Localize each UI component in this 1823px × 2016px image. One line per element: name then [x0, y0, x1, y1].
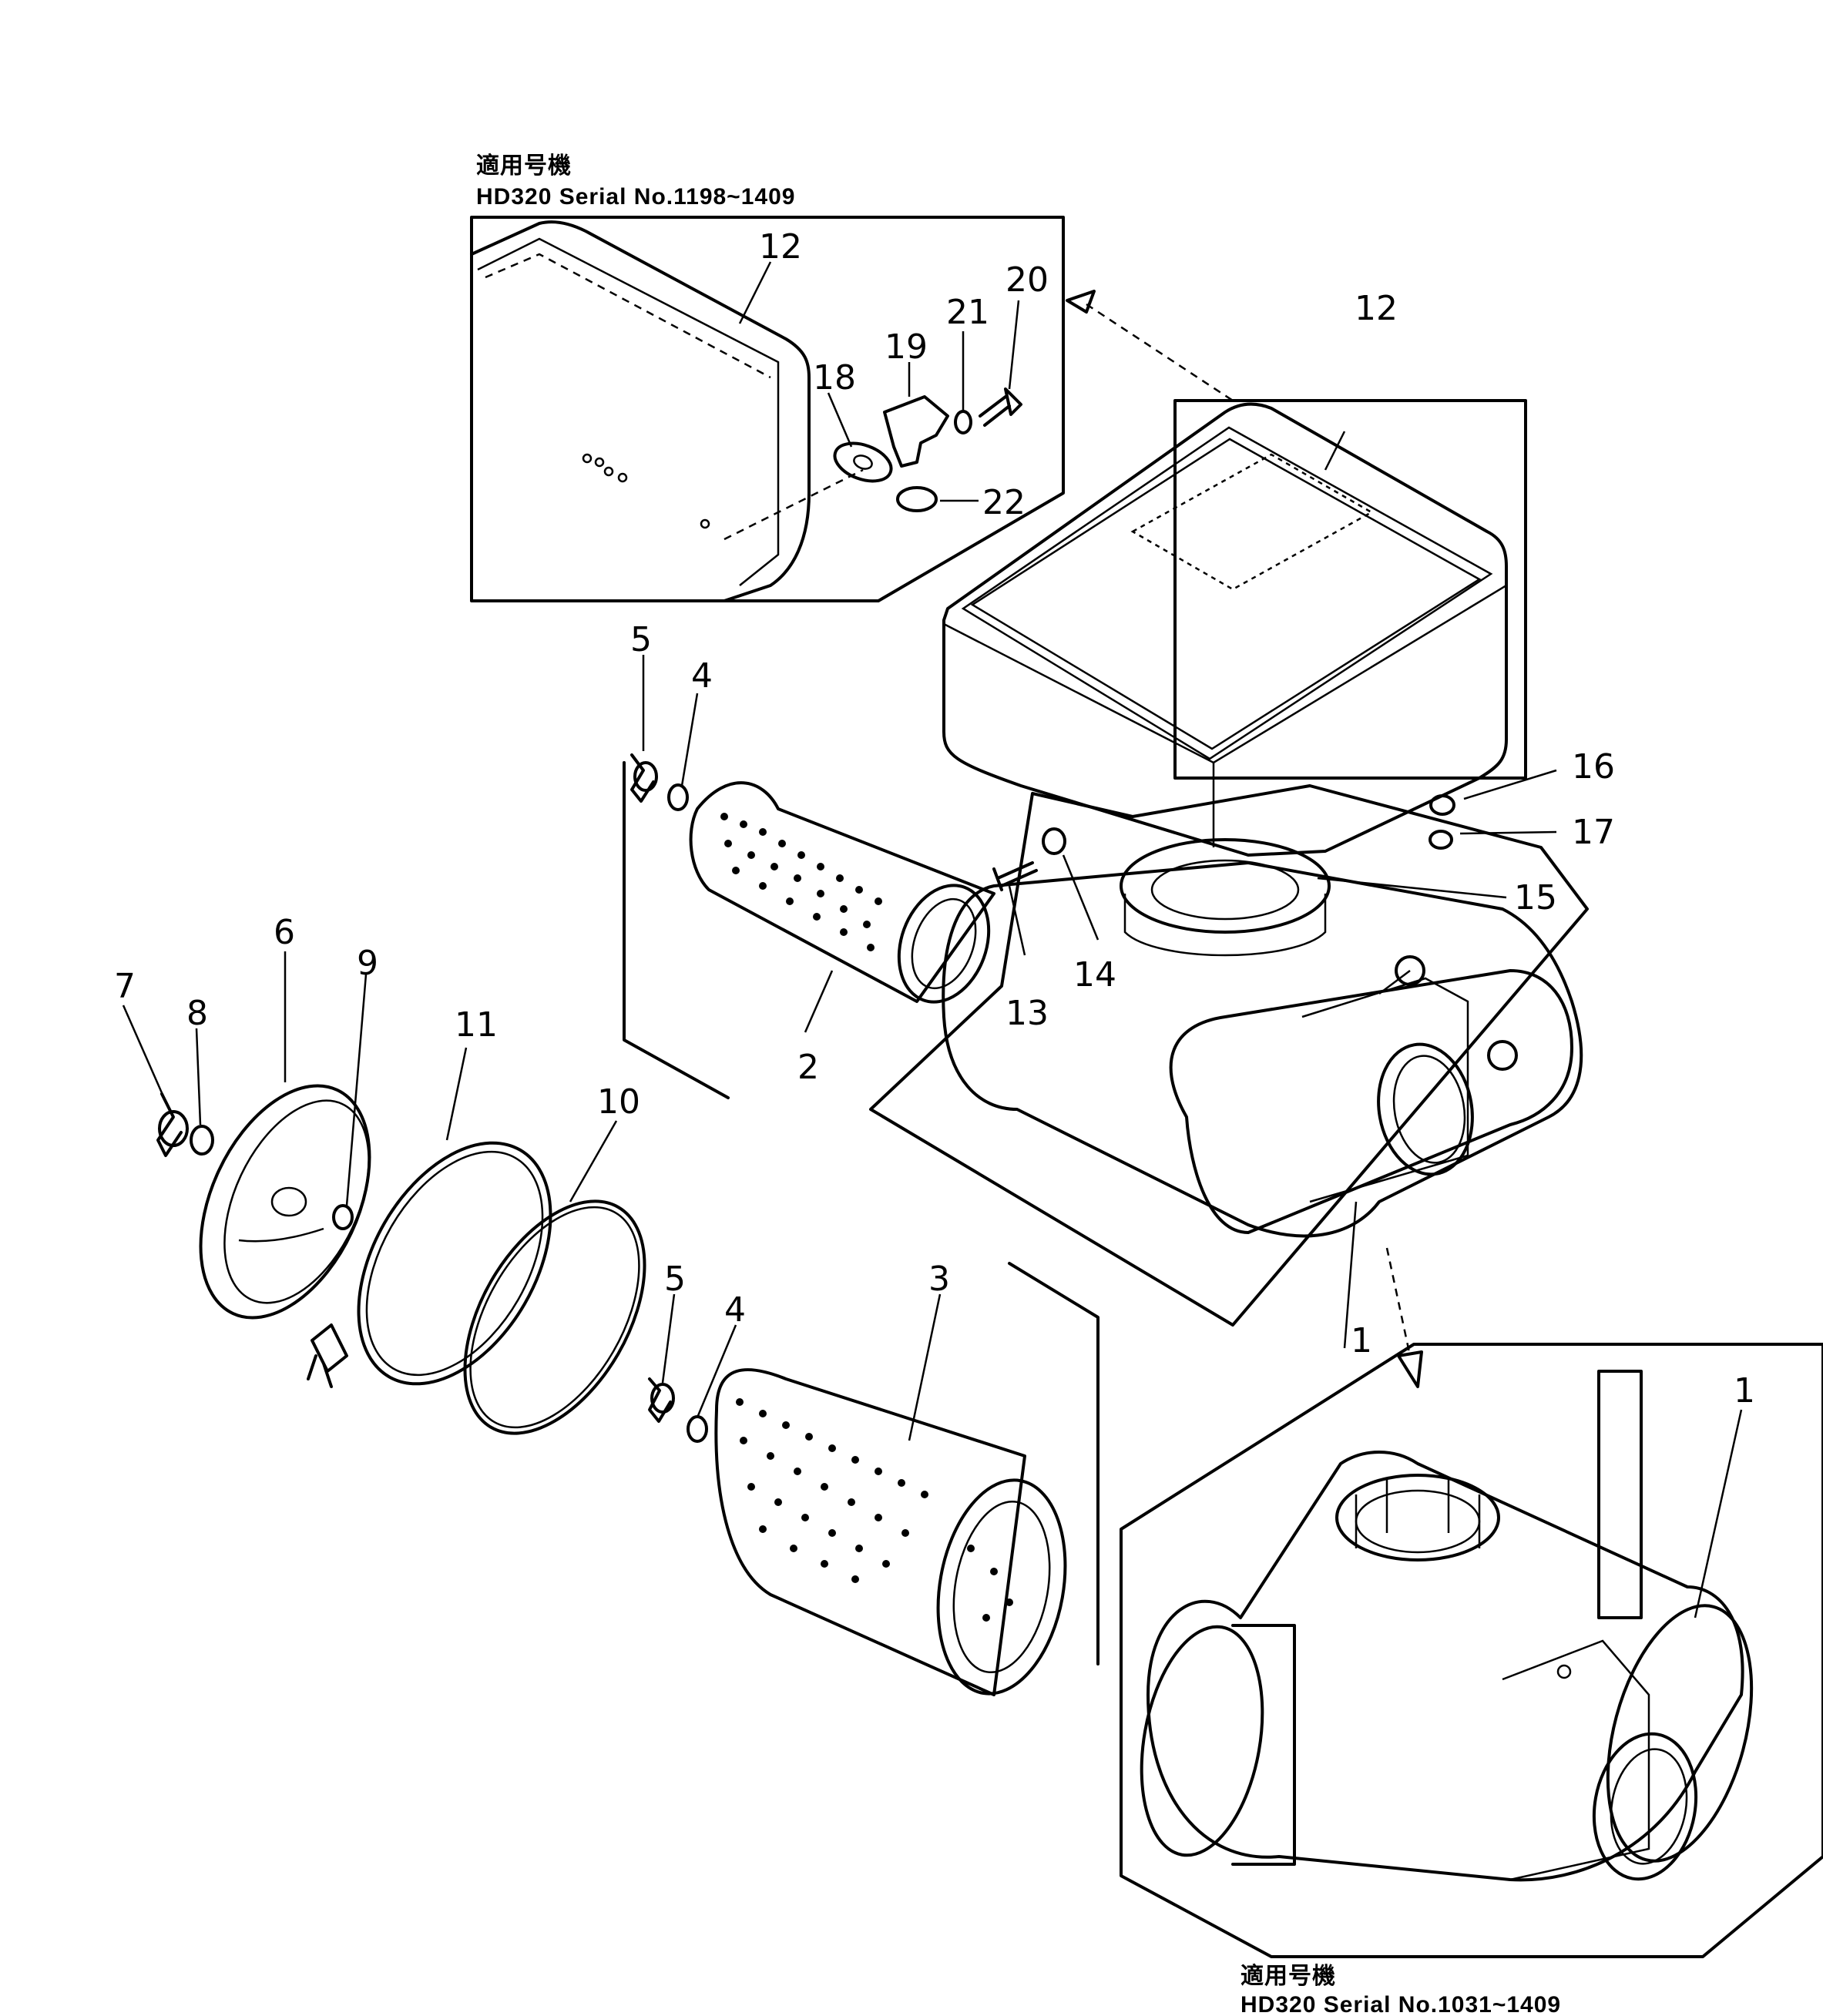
o-ring-10 — [463, 1199, 646, 1435]
body-1 — [869, 784, 1589, 1327]
callout-13: 13 — [1006, 994, 1049, 1033]
inset-top: 適用号機 HD320 Serial No.1198~1409 — [470, 153, 1065, 602]
nut-16 — [1429, 794, 1455, 816]
inset-bottom-arrow — [1385, 1247, 1423, 1388]
body-outline-box — [869, 784, 1589, 1327]
callout-19: 19 — [885, 327, 928, 367]
callout-3: 3 — [928, 1260, 950, 1299]
washer-17 — [1429, 830, 1453, 850]
washer-4a — [667, 783, 689, 811]
callout-11: 11 — [455, 1005, 498, 1045]
callout-8: 8 — [186, 994, 208, 1033]
callout-numbers: 12 18 19 21 20 22 12 5 4 16 17 15 14 13 … — [114, 227, 1755, 1411]
callout-14: 14 — [1073, 955, 1116, 995]
inset-top-cover-body — [470, 220, 811, 602]
inset-bottom: 適用号機 HD320 Serial No.1031~1409 — [1120, 1343, 1823, 2016]
callout-2: 2 — [797, 1048, 819, 1087]
callout-16: 16 — [1572, 747, 1615, 787]
callout-7: 7 — [114, 967, 136, 1006]
callout-1: 1 — [1351, 1321, 1372, 1360]
callout-4-bottom: 4 — [724, 1290, 746, 1330]
element-3 — [714, 1368, 1067, 1696]
callout-15: 15 — [1514, 878, 1557, 917]
callout-5-bottom: 5 — [664, 1260, 686, 1299]
clamp-band-11 — [307, 1141, 552, 1388]
bolt-13 — [992, 861, 1038, 891]
callout-4-top: 4 — [691, 656, 713, 696]
callout-21: 21 — [946, 293, 989, 332]
inset-bottom-frame — [1120, 1343, 1823, 1958]
callout-12: 12 — [1355, 289, 1398, 328]
washer-4b — [687, 1415, 708, 1443]
callout-6: 6 — [274, 913, 295, 952]
main-assembly — [623, 399, 1589, 1665]
elbow-19 — [883, 395, 949, 468]
bolt-20 — [979, 387, 1022, 427]
inset-bottom-serial-label: HD320 Serial No.1031~1409 — [1241, 1992, 1561, 2016]
washer-21 — [954, 410, 972, 434]
seal-9 — [332, 1204, 354, 1230]
cover-highlight-box — [1173, 399, 1527, 780]
callout-18: 18 — [813, 358, 856, 397]
inset-bottom-applicable-label: 適用号機 — [1241, 1963, 1336, 1989]
bottom-cover-6 — [199, 1084, 371, 1320]
callout-5-top: 5 — [630, 620, 652, 659]
wing-nut-5b — [648, 1377, 675, 1423]
inset-top-serial-label: HD320 Serial No.1198~1409 — [476, 184, 795, 210]
callout-17: 17 — [1572, 813, 1615, 852]
element-2 — [689, 781, 995, 1004]
callout-22: 22 — [982, 483, 1026, 522]
washer-14 — [1042, 827, 1066, 855]
callout-20: 20 — [1006, 260, 1049, 300]
callout-12-inset: 12 — [759, 227, 802, 267]
gasket-18 — [833, 441, 893, 483]
cap-22 — [896, 486, 938, 512]
wing-nut-7 — [156, 1092, 189, 1157]
element-2-box — [623, 761, 730, 1099]
inset-top-applicable-label: 適用号機 — [476, 153, 572, 179]
callout-9: 9 — [357, 944, 378, 983]
callout-1-inset: 1 — [1734, 1371, 1755, 1411]
washer-8 — [190, 1125, 214, 1156]
leader-lines — [122, 431, 1743, 1619]
callout-10: 10 — [597, 1082, 640, 1122]
wing-nut-5a — [630, 753, 658, 803]
inset-top-frame — [470, 216, 1065, 602]
inset-top-arrow — [1066, 290, 1234, 402]
cover-12 — [942, 399, 1527, 857]
element-3-box — [1008, 1262, 1100, 1665]
